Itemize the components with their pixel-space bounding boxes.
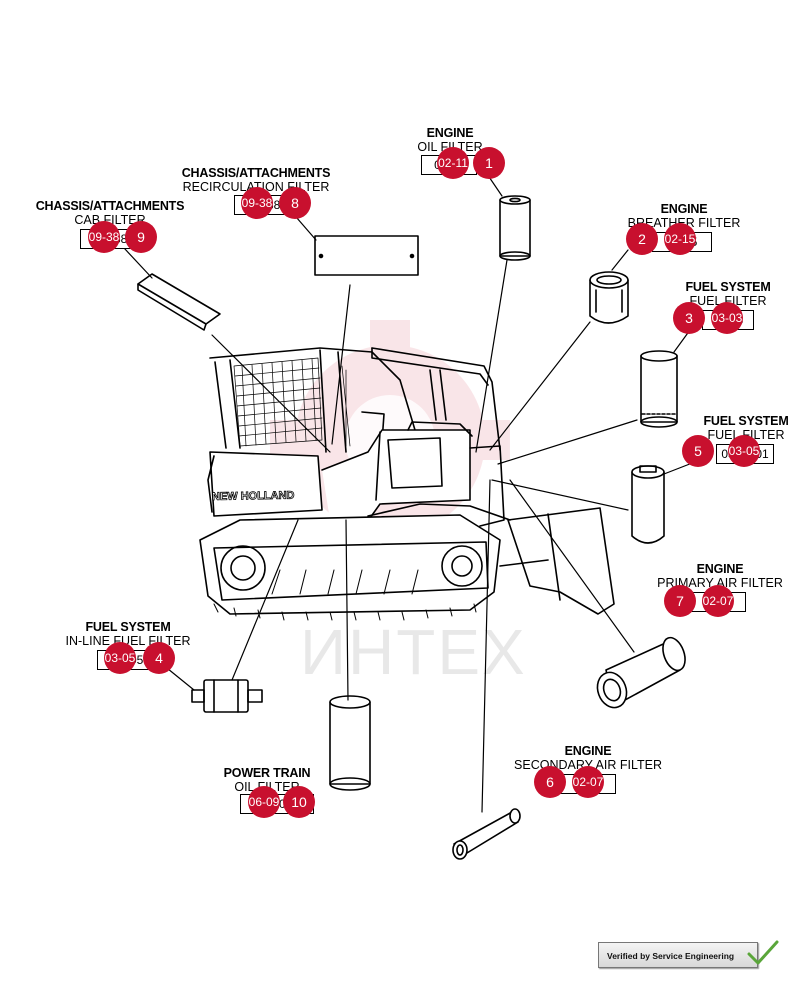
- system-name: ENGINE: [426, 126, 474, 140]
- system-name: ENGINE: [660, 202, 708, 216]
- system-name: POWER TRAIN: [223, 766, 311, 780]
- callout-9[interactable]: 9: [125, 221, 157, 253]
- fuel-filter-2-part: [631, 465, 665, 544]
- system-name: CHASSIS/ATTACHMENTS: [35, 199, 185, 213]
- system-name: CHASSIS/ATTACHMENTS: [181, 166, 331, 180]
- callout-ref-2: 02-15: [664, 223, 696, 255]
- system-name: FUEL SYSTEM: [85, 620, 171, 634]
- callout-ref-7: 02-07: [702, 585, 734, 617]
- engine-oil-filter-part: [499, 195, 531, 261]
- power-train-oil-filter-part: [329, 695, 371, 791]
- inline-fuel-filter-part: [191, 679, 263, 713]
- callout-4[interactable]: 4: [143, 642, 175, 674]
- callout-3[interactable]: 3: [673, 302, 705, 334]
- machine-brand-text: NEW HOLLAND: [212, 490, 295, 503]
- callout-1[interactable]: 1: [473, 147, 505, 179]
- callout-7[interactable]: 7: [664, 585, 696, 617]
- callout-ref-10: 06-09: [248, 786, 280, 818]
- system-name: FUEL SYSTEM: [703, 414, 789, 428]
- fuel-filter-part: [640, 350, 678, 428]
- filter-name: FUEL FILTER: [689, 294, 767, 309]
- verified-badge: Verified by Service Engineering: [598, 942, 758, 968]
- recirculation-filter-part: [314, 235, 419, 276]
- watermark-text: ИНТЕХ: [300, 616, 527, 688]
- callout-ref-8: 09-38: [241, 187, 273, 219]
- callout-6[interactable]: 6: [534, 766, 566, 798]
- callout-8[interactable]: 8: [279, 187, 311, 219]
- callout-ref-9: 09-38: [88, 221, 120, 253]
- label-cab-filter: CHASSIS/ATTACHMENTS CAB FILTER: [22, 199, 198, 228]
- dozer-illustration: [199, 347, 615, 621]
- callout-ref-1: 02-11: [437, 147, 469, 179]
- filter-name: CAB FILTER: [74, 213, 146, 228]
- breather-filter-part: [589, 271, 629, 324]
- system-name: FUEL SYSTEM: [685, 280, 771, 294]
- label-fuel-filter: FUEL SYSTEM FUEL FILTER: [678, 280, 778, 309]
- callout-ref-5: 03-05: [728, 435, 760, 467]
- checkmark-icon: [747, 940, 779, 965]
- secondary-air-filter-part: [452, 808, 521, 860]
- callout-10[interactable]: 10: [283, 786, 315, 818]
- callout-2[interactable]: 2: [626, 223, 658, 255]
- callout-ref-4: 03-05: [104, 642, 136, 674]
- system-name: ENGINE: [696, 562, 744, 576]
- callout-ref-3: 03-03: [711, 302, 743, 334]
- system-name: ENGINE: [564, 744, 612, 758]
- callout-5[interactable]: 5: [682, 435, 714, 467]
- cab-filter-part: [137, 273, 221, 325]
- callout-ref-6: 02-07: [572, 766, 604, 798]
- primary-air-filter-part: [596, 636, 686, 709]
